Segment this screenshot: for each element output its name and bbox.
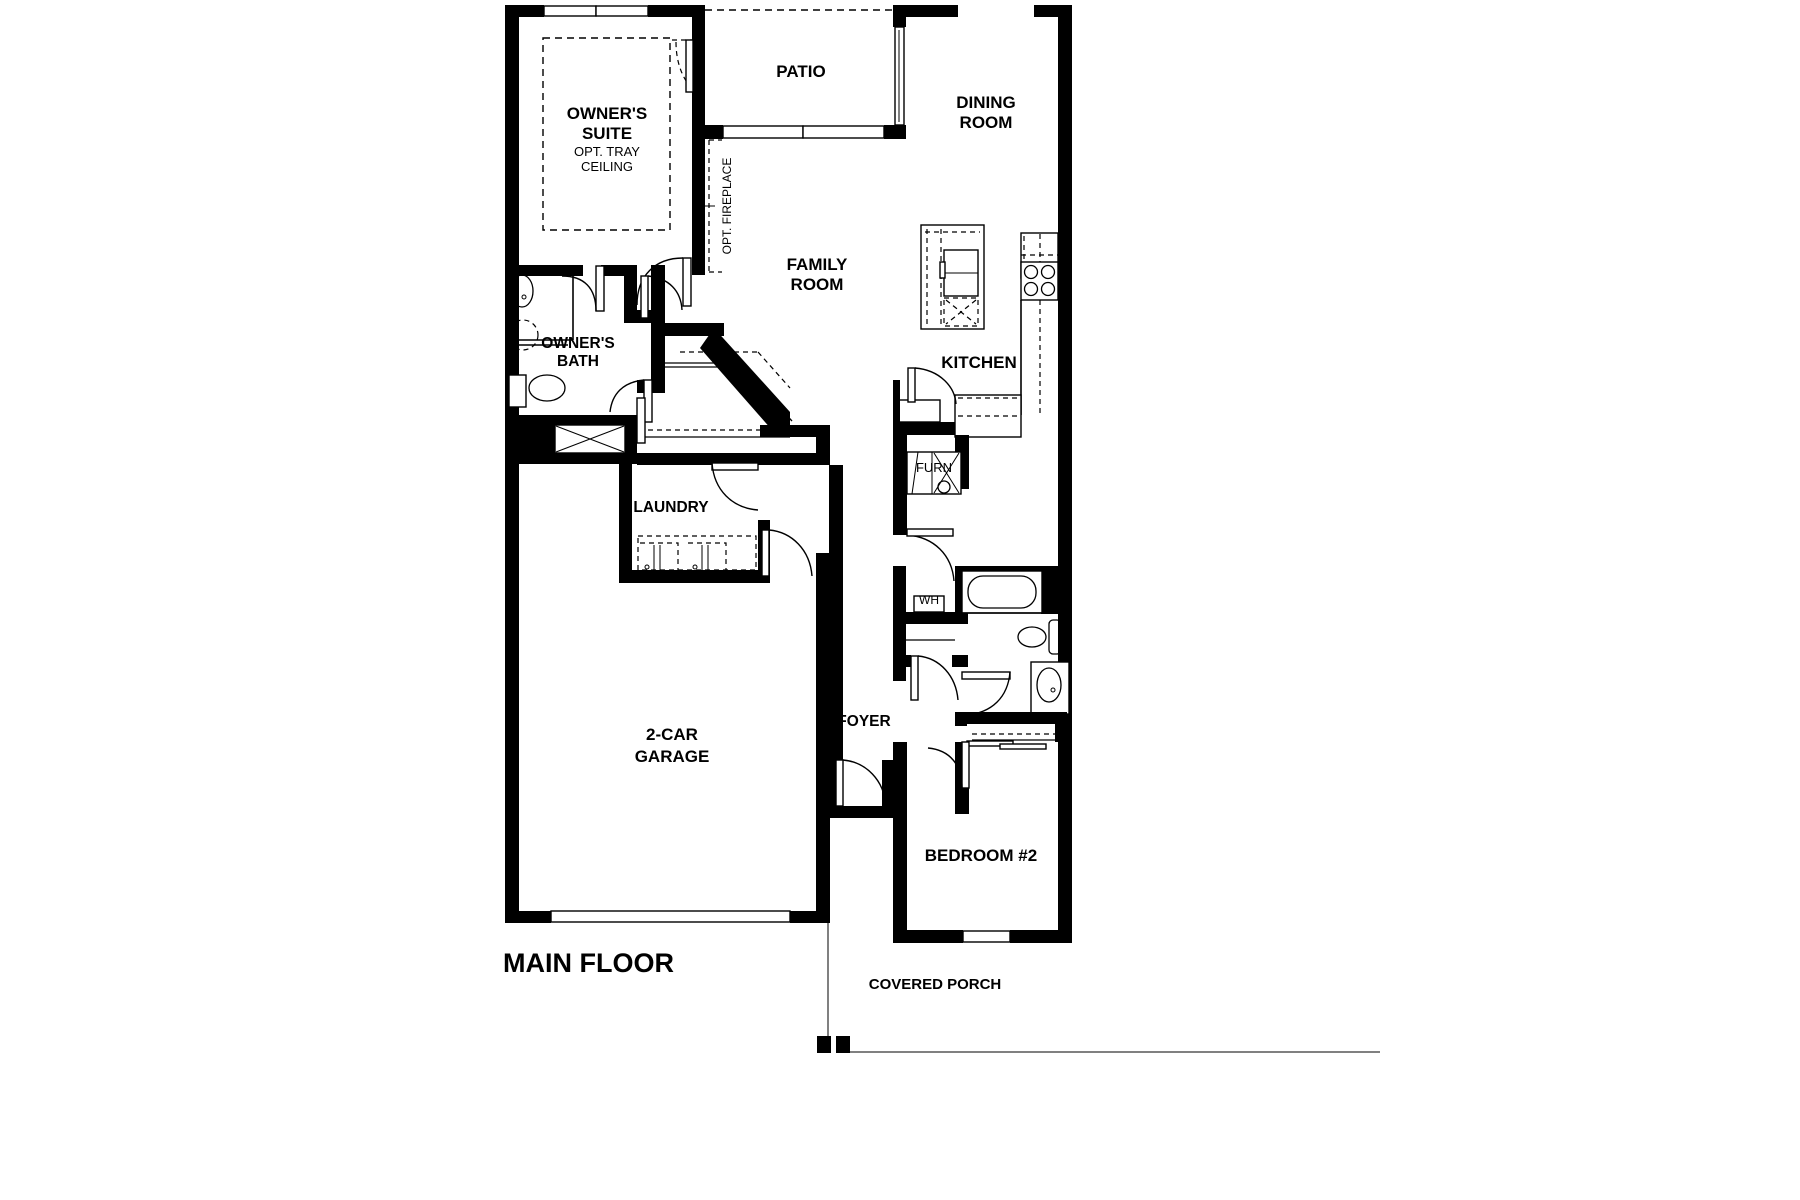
- garage-area: 2-CAR GARAGE: [505, 463, 830, 923]
- room-label-family-line2: ROOM: [791, 275, 844, 294]
- owners-suite-option-line1: OPT. TRAY: [574, 144, 640, 159]
- room-label-dining-line2: ROOM: [960, 113, 1013, 132]
- page-title: MAIN FLOOR: [503, 948, 674, 978]
- utility-furnace-area: FURN: [893, 435, 969, 582]
- dining-room-area: DINING ROOM: [956, 93, 1016, 132]
- room-label-dining-line1: DINING: [956, 93, 1016, 112]
- optional-fireplace: OPT. FIREPLACE: [705, 139, 734, 273]
- laundry-area: LAUNDRY: [619, 453, 830, 583]
- room-label-kitchen: KITCHEN: [941, 353, 1017, 372]
- owners-suite-area: OWNER'S SUITE OPT. TRAY CEILING: [542, 5, 701, 307]
- opt-fireplace-label: OPT. FIREPLACE: [720, 158, 734, 255]
- family-room-area: FAMILY ROOM: [787, 255, 848, 294]
- room-label-patio: PATIO: [776, 62, 825, 81]
- room-label-owners-bath-line1: OWNER'S: [541, 335, 614, 352]
- room-label-foyer: FOYER: [837, 713, 890, 730]
- bedroom-2-area: BEDROOM #2: [893, 724, 1072, 943]
- room-label-owners-suite-line1: OWNER'S: [567, 104, 648, 123]
- room-label-garage-line1: 2-CAR: [646, 725, 698, 744]
- owners-suite-option-line2: CEILING: [581, 159, 633, 174]
- foyer-area: FOYER: [829, 465, 894, 818]
- kitchen-area: KITCHEN: [893, 224, 1059, 438]
- room-label-laundry: LAUNDRY: [633, 499, 709, 516]
- angled-hall-closet: [630, 323, 830, 465]
- covered-porch-area: COVERED PORCH: [817, 923, 1380, 1053]
- room-label-owners-suite-line2: SUITE: [582, 124, 632, 143]
- water-heater-label: WH: [919, 593, 939, 607]
- room-label-owners-bath-line2: BATH: [557, 353, 599, 370]
- patio-area: PATIO: [705, 9, 905, 139]
- room-label-family-line1: FAMILY: [787, 255, 848, 274]
- room-label-bedroom-2: BEDROOM #2: [925, 846, 1037, 865]
- room-label-covered-porch: COVERED PORCH: [869, 976, 1002, 993]
- furnace-label: FURN: [916, 460, 952, 475]
- room-label-garage-line2: GARAGE: [635, 747, 710, 766]
